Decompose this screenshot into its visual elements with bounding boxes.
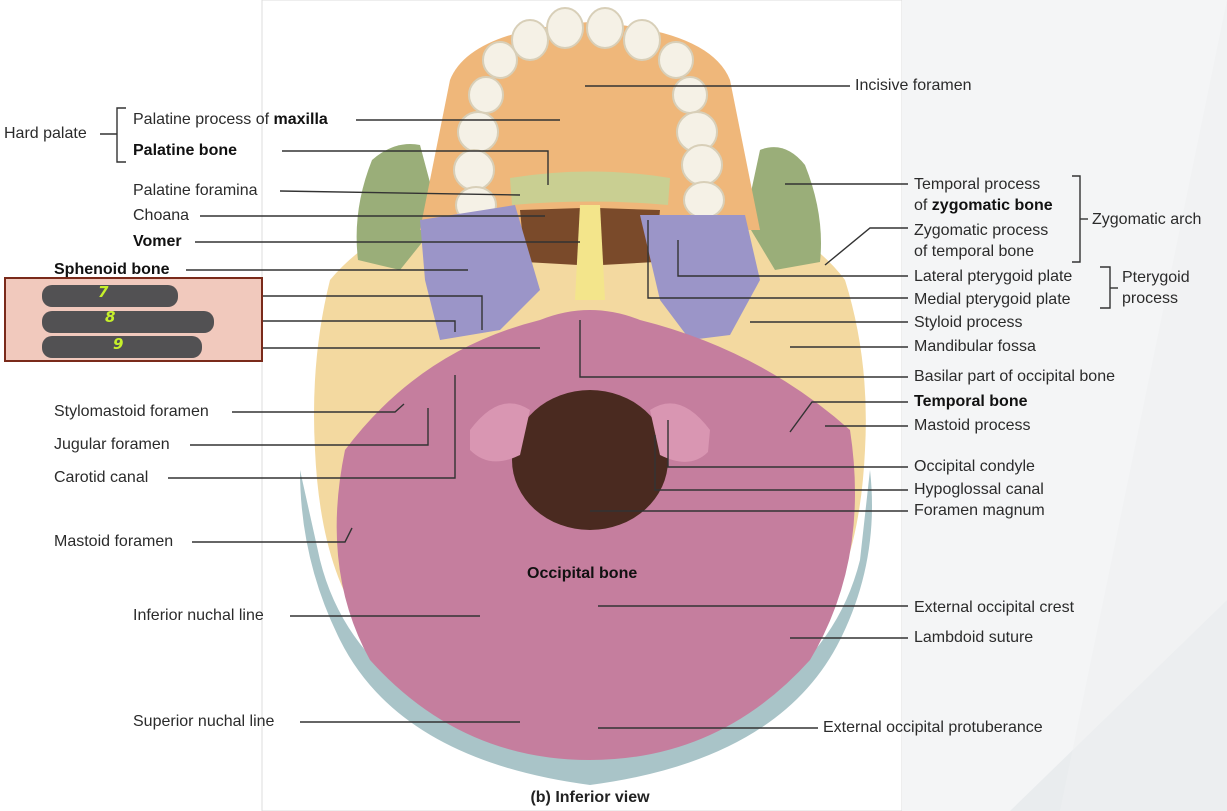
label-temporal-process: Temporal process <box>914 176 1041 193</box>
occipital-condyle-right <box>650 403 710 462</box>
label-temporal-bone: Temporal bone <box>914 393 1028 410</box>
label-external-occipital-protuberance: External occipital protuberance <box>823 719 1043 736</box>
label-of-text: of <box>914 197 932 214</box>
handwritten-number-7: 7 <box>98 283 109 301</box>
sphenoid-left <box>420 205 540 340</box>
label-sphenoid-bone: Sphenoid bone <box>54 261 170 278</box>
label-inferior-nuchal-line: Inferior nuchal line <box>133 607 264 624</box>
label-palatine-process-text: Palatine process of <box>133 111 274 128</box>
handwritten-number-9: 9 <box>113 335 124 353</box>
palatine-bone-shape <box>510 171 670 205</box>
label-incisive-foramen: Incisive foramen <box>855 77 972 94</box>
label-lateral-pterygoid-plate: Lateral pterygoid plate <box>914 268 1073 285</box>
label-of-temporal-bone: of temporal bone <box>914 243 1035 260</box>
label-palatine-foramina: Palatine foramina <box>133 182 258 199</box>
label-medial-pterygoid-plate: Medial pterygoid plate <box>914 291 1071 308</box>
label-zygomatic-process: Zygomatic process <box>914 222 1049 239</box>
label-occipital-bone: Occipital bone <box>527 565 638 582</box>
handwritten-number-8: 8 <box>105 308 116 326</box>
label-external-occipital-crest: External occipital crest <box>914 599 1075 616</box>
label-superior-nuchal-line: Superior nuchal line <box>133 713 275 730</box>
choana-left <box>520 208 582 265</box>
scribble-redaction-3 <box>42 336 202 358</box>
label-pterygoid: Pterygoid <box>1122 269 1190 286</box>
label-zygomatic-bone-bold: zygomatic bone <box>931 197 1053 214</box>
label-hard-palate: Hard palate <box>4 125 87 142</box>
sphenoid-right <box>640 215 760 340</box>
label-lambdoid-suture: Lambdoid suture <box>914 629 1034 646</box>
label-process: process <box>1122 290 1179 307</box>
label-foramen-magnum: Foramen magnum <box>914 502 1045 519</box>
label-mastoid-process: Mastoid process <box>914 417 1031 434</box>
vomer-shape <box>575 205 605 300</box>
label-mastoid-foramen: Mastoid foramen <box>54 533 174 550</box>
figure-caption: (b) Inferior view <box>530 789 650 806</box>
label-choana: Choana <box>133 207 190 224</box>
redacted-labels-box: 7 8 9 <box>4 277 263 362</box>
zygomatic-bone-right <box>745 147 821 270</box>
scribble-redaction-1 <box>42 285 178 307</box>
label-palatine-process-maxilla: Palatine process of maxilla <box>133 110 328 130</box>
label-jugular-foramen: Jugular foramen <box>54 436 170 453</box>
label-stylomastoid-foramen: Stylomastoid foramen <box>54 403 209 420</box>
occipital-bone-shape <box>336 310 856 760</box>
label-of-zygomatic-bone: of zygomatic bone <box>914 196 1053 216</box>
label-maxilla-bold: maxilla <box>273 111 328 128</box>
label-carotid-canal: Carotid canal <box>54 469 149 486</box>
foramen-magnum-shape <box>512 390 668 530</box>
label-palatine-bone: Palatine bone <box>133 142 238 159</box>
label-basilar-part: Basilar part of occipital bone <box>914 368 1115 385</box>
zygomatic-bone-left <box>356 144 440 270</box>
label-zygomatic-arch: Zygomatic arch <box>1092 211 1202 228</box>
label-occipital-condyle: Occipital condyle <box>914 458 1035 475</box>
label-hypoglossal-canal: Hypoglossal canal <box>914 481 1044 498</box>
label-mandibular-fossa: Mandibular fossa <box>914 338 1036 355</box>
label-vomer: Vomer <box>133 233 182 250</box>
teeth <box>453 7 725 224</box>
occipital-condyle-left <box>470 403 530 462</box>
label-styloid-process: Styloid process <box>914 314 1023 331</box>
scribble-redaction-2 <box>42 311 214 333</box>
